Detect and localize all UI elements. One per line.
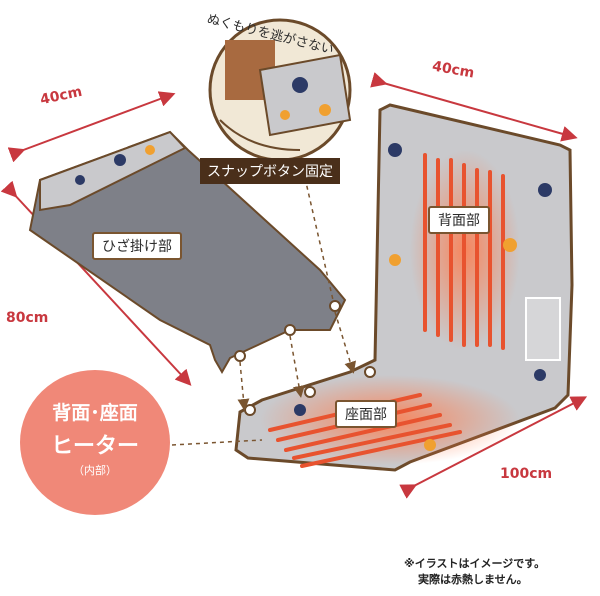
total-length-dimension: 100cm [500, 466, 553, 482]
snap-connectors [171, 177, 356, 446]
heater-callout [20, 370, 170, 515]
heater-line-1: 背面･座面 [52, 402, 138, 424]
heater-line-3: （内部） [73, 464, 117, 477]
snap-button-label: スナップボタン固定 [200, 158, 340, 184]
disclaimer-note: ※イラストはイメージです。 実際は赤熱しません。 [404, 556, 545, 588]
lap-part-label: ひざ掛け部 [92, 232, 182, 260]
heater-line-2: ヒーター [50, 434, 139, 459]
disclaimer-line-2: 実際は赤熱しません。 [418, 573, 528, 586]
disclaimer-line-1: ※イラストはイメージです。 [404, 557, 546, 570]
lap-length-dimension: 80cm [6, 310, 49, 326]
snap-detail-magnifier [208, 18, 352, 162]
back-part-label: 背面部 [428, 206, 490, 234]
seat-part-label: 座面部 [335, 400, 397, 428]
